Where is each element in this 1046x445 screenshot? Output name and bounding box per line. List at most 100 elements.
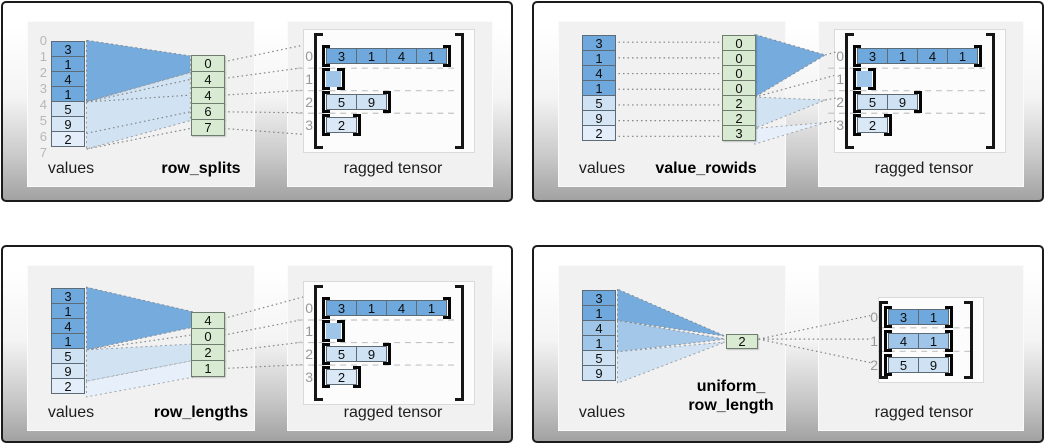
tensor-cell: 5 xyxy=(326,94,357,110)
tensor-cell: 1 xyxy=(416,300,447,316)
tensor-row-label: 3 xyxy=(836,117,844,133)
tensor-row-label: 1 xyxy=(305,323,313,339)
tensor-cell: 3 xyxy=(326,48,357,64)
value-cell: 1 xyxy=(51,56,85,72)
row-close-bracket-icon xyxy=(337,320,345,342)
tensor-cell: 2 xyxy=(326,117,357,133)
row-open-bracket-icon xyxy=(322,343,330,365)
value-rowid-cell: 2 xyxy=(722,95,756,111)
row-open-bracket-icon xyxy=(322,114,330,136)
row-open-bracket-icon xyxy=(322,320,330,342)
value-cell: 1 xyxy=(51,333,85,349)
values-label: values xyxy=(47,404,95,421)
value-index-label: 4 xyxy=(39,97,47,112)
connector-lines xyxy=(617,288,971,384)
value-cell: 5 xyxy=(582,95,616,111)
tensor-cell: 3 xyxy=(888,309,919,325)
value-cell: 5 xyxy=(582,350,616,366)
connector-lines xyxy=(85,39,456,150)
tensor-row-label: 3 xyxy=(305,117,313,133)
tensor-cell: 1 xyxy=(416,48,447,64)
value-rowid-cell: 0 xyxy=(722,50,756,66)
row-open-bracket-icon xyxy=(322,366,330,388)
values-label: values xyxy=(47,160,95,177)
tensor-cell: 9 xyxy=(356,346,387,362)
value-index-label: 1 xyxy=(39,49,47,64)
tensor-row-label: 3 xyxy=(305,369,313,385)
value-cell: 3 xyxy=(582,290,616,306)
value-cell: 3 xyxy=(51,41,85,57)
tensor-close-bracket-icon xyxy=(986,33,995,149)
row-splits-cell: 7 xyxy=(191,119,225,136)
row-open-bracket-icon xyxy=(884,306,892,328)
value-cell: 2 xyxy=(582,125,616,141)
tensor-row-label: 1 xyxy=(870,333,878,349)
row-splits-cell: 4 xyxy=(191,87,225,104)
row-length-cell: 1 xyxy=(191,360,225,377)
row-close-bracket-icon xyxy=(337,68,345,90)
value-index-label: 3 xyxy=(39,81,47,96)
tensor-open-bracket-icon xyxy=(314,33,323,149)
value-cell: 9 xyxy=(51,116,85,132)
value-rowid-cell: 0 xyxy=(722,35,756,51)
value-cell: 1 xyxy=(582,50,616,66)
row-splits-cell: 0 xyxy=(191,55,225,72)
row-open-bracket-icon xyxy=(322,68,330,90)
row-open-bracket-icon xyxy=(884,354,892,376)
value-cell: 4 xyxy=(51,71,85,87)
row-open-bracket-icon xyxy=(853,68,861,90)
tensor-cell: 4 xyxy=(917,48,948,64)
row-close-bracket-icon xyxy=(945,306,953,328)
row-close-bracket-icon xyxy=(353,114,361,136)
tensor-cell: 9 xyxy=(918,357,949,373)
row-close-bracket-icon xyxy=(974,45,982,67)
value-cell: 1 xyxy=(51,86,85,102)
row-close-bracket-icon xyxy=(353,366,361,388)
value-cell: 9 xyxy=(51,363,85,379)
tensor-cell: 1 xyxy=(918,333,949,349)
tensor-open-bracket-icon xyxy=(879,301,888,379)
tensor-row-label: 0 xyxy=(305,48,313,64)
tensor-cell: 5 xyxy=(888,357,919,373)
row-open-bracket-icon xyxy=(322,297,330,319)
tensor-row-label: 1 xyxy=(836,71,844,87)
tensor-cell: 1 xyxy=(356,48,387,64)
ragged-tensor-label: ragged tensor xyxy=(874,404,974,421)
tensor-cell: 3 xyxy=(326,300,357,316)
tensor-row: 2 xyxy=(853,114,892,136)
row-open-bracket-icon xyxy=(322,91,330,113)
value-cell: 1 xyxy=(582,80,616,96)
row-open-bracket-icon xyxy=(884,330,892,352)
tensor-row-empty xyxy=(322,320,345,342)
method-label: uniform_ row_length xyxy=(688,378,774,414)
row-open-bracket-icon xyxy=(322,45,330,67)
row-length-cell: 2 xyxy=(191,344,225,361)
row-close-bracket-icon xyxy=(914,91,922,113)
row-close-bracket-icon xyxy=(383,343,391,365)
tensor-cell: 9 xyxy=(356,94,387,110)
tensor-open-bracket-icon xyxy=(314,285,323,401)
row-length-cell: 0 xyxy=(191,328,225,345)
value-cell: 2 xyxy=(51,131,85,147)
tensor-close-bracket-icon xyxy=(455,285,464,401)
method-label: row_lengths xyxy=(153,404,249,421)
value-cell: 1 xyxy=(51,303,85,319)
values-label: values xyxy=(578,160,626,177)
uniform-row-length-column: 2 xyxy=(726,334,758,349)
tensor-cell: 1 xyxy=(947,48,978,64)
row-close-bracket-icon xyxy=(884,114,892,136)
tensor-row-label: 2 xyxy=(836,94,844,110)
value-cell: 1 xyxy=(582,305,616,321)
row-close-bracket-icon xyxy=(945,354,953,376)
